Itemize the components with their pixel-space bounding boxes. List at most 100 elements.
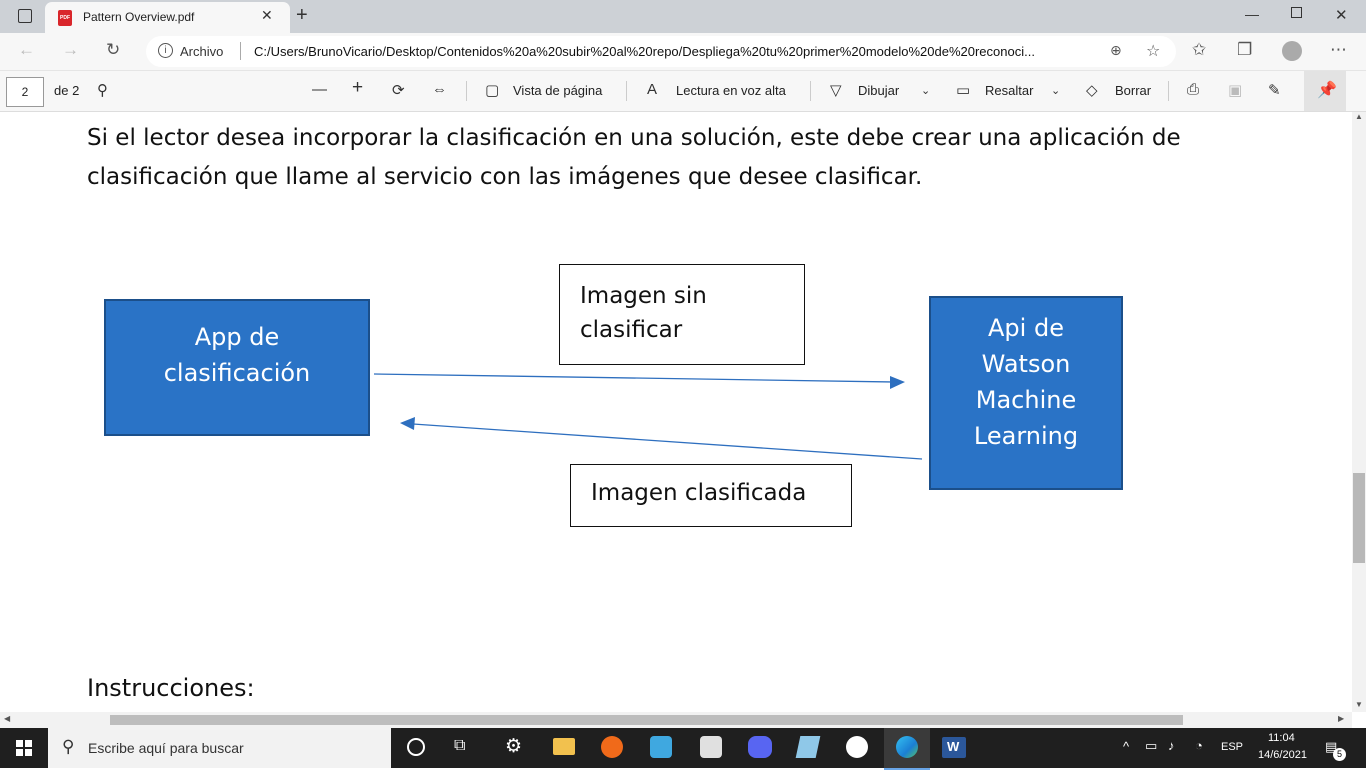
print-icon[interactable]: ⎙	[1187, 81, 1200, 98]
navigation-bar: ← → ↻ i Archivo C:/Users/BrunoVicario/De…	[0, 33, 1366, 71]
highlight-button[interactable]: Resaltar	[985, 83, 1034, 98]
pdf-file-icon	[58, 10, 72, 26]
clock-time[interactable]: 11:04	[1268, 732, 1295, 744]
notification-count-badge: 5	[1333, 748, 1346, 761]
draw-chevron-down-icon[interactable]: ⌄	[921, 85, 931, 97]
api-box-line-3: Machine	[975, 386, 1077, 414]
add-favorite-icon[interactable]: ☆	[1146, 43, 1161, 60]
highlight-icon[interactable]: ▭	[956, 82, 971, 99]
app-box-line-2: clasificación	[163, 359, 311, 387]
zoom-out-icon[interactable]: —	[312, 81, 327, 98]
wifi-icon[interactable]: ◔	[1195, 738, 1203, 753]
save-as-icon[interactable]: ✎	[1268, 82, 1281, 99]
taskbar: ⚲ Escribe aquí para buscar ⧉ ⚙ W ^ ▭ ♪ ◔…	[0, 728, 1366, 770]
close-window-icon[interactable]: ✕	[1335, 7, 1348, 24]
minimize-icon[interactable]: —	[1245, 6, 1259, 22]
favorites-icon[interactable]: ✩	[1192, 40, 1207, 59]
back-icon[interactable]: ←	[18, 40, 35, 59]
cortana-icon[interactable]	[407, 738, 425, 756]
draw-icon[interactable]: ▽	[830, 82, 842, 99]
response-arrow-line	[412, 423, 923, 460]
address-divider	[240, 42, 241, 60]
scroll-right-icon[interactable]: ▶	[1338, 714, 1345, 723]
toolbar-divider	[810, 81, 811, 101]
erase-button[interactable]: Borrar	[1115, 83, 1152, 98]
eraser-icon[interactable]: ◇	[1086, 82, 1098, 99]
scroll-up-icon[interactable]: ▲	[1355, 112, 1363, 121]
rotate-icon[interactable]: ⟳	[392, 82, 405, 99]
collections-icon[interactable]: ❐	[1237, 40, 1253, 59]
page-view-button[interactable]: Vista de página	[513, 83, 603, 98]
tab-actions-icon[interactable]	[18, 9, 32, 23]
volume-icon[interactable]: ♪	[1168, 738, 1175, 753]
horizontal-scroll-thumb[interactable]	[110, 715, 1183, 725]
zoom-in-icon[interactable]: +	[352, 77, 364, 98]
paragraph-line-1: Si el lector desea incorporar la clasifi…	[87, 125, 1181, 151]
tab-title: Pattern Overview.pdf	[83, 10, 195, 24]
taskbar-search[interactable]: ⚲ Escribe aquí para buscar	[48, 728, 391, 768]
active-tab[interactable]: Pattern Overview.pdf ✕	[45, 2, 290, 33]
vertical-scrollbar[interactable]	[1352, 112, 1366, 712]
scroll-left-icon[interactable]: ◀	[4, 714, 11, 723]
slack-icon[interactable]	[700, 736, 722, 758]
maximize-icon[interactable]	[1291, 7, 1302, 18]
pdf-toolbar: 2 de 2 ⚲ — + ⟳ ⇔ ▢ Vista de página A Lec…	[0, 71, 1366, 112]
file-explorer-icon[interactable]	[553, 738, 575, 755]
app-box-line-1: App de	[194, 323, 280, 351]
request-arrow-line	[373, 373, 894, 383]
close-tab-icon[interactable]: ✕	[261, 7, 273, 23]
api-box-line-4: Learning	[973, 422, 1079, 450]
page-total: de 2	[54, 83, 80, 98]
firefox-icon[interactable]	[601, 736, 623, 758]
address-scheme-label: Archivo	[180, 44, 224, 59]
zoom-icon[interactable]: ⊕	[1110, 42, 1122, 58]
pin-toolbar-button[interactable]: 📌	[1304, 71, 1346, 111]
draw-button[interactable]: Dibujar	[858, 83, 900, 98]
read-aloud-button[interactable]: Lectura en voz alta	[676, 83, 786, 98]
page-view-icon[interactable]: ▢	[485, 82, 500, 99]
app-box: App de clasificación	[104, 299, 370, 436]
response-arrowhead	[400, 417, 415, 430]
profile-avatar[interactable]	[1282, 41, 1302, 61]
pdf-page: Si el lector desea incorporar la clasifi…	[0, 112, 1352, 712]
request-label-box: Imagen sin clasificar	[559, 264, 805, 365]
toolbar-divider	[1168, 81, 1169, 101]
api-box: Api de Watson Machine Learning	[929, 296, 1123, 490]
refresh-icon[interactable]: ↻	[106, 40, 121, 59]
search-icon: ⚲	[62, 737, 75, 756]
notes-app-icon[interactable]	[795, 736, 821, 758]
task-view-icon[interactable]: ⧉	[454, 737, 466, 754]
vertical-scroll-thumb[interactable]	[1353, 473, 1365, 563]
address-bar[interactable]: i Archivo C:/Users/BrunoVicario/Desktop/…	[146, 36, 1176, 67]
windows-start-icon[interactable]	[16, 740, 32, 756]
diagram-arrows	[373, 373, 923, 460]
app-icon[interactable]	[650, 736, 672, 758]
show-hidden-icons-chevron-up-icon[interactable]: ^	[1123, 739, 1130, 754]
scroll-down-icon[interactable]: ▼	[1355, 700, 1363, 709]
fit-page-icon[interactable]: ⇔	[432, 81, 447, 98]
new-tab-icon[interactable]: +	[296, 4, 308, 26]
clock-date[interactable]: 14/6/2021	[1258, 749, 1307, 761]
api-box-line-2: Watson	[981, 350, 1071, 378]
page-number-input[interactable]: 2	[6, 77, 44, 107]
discord-icon[interactable]	[748, 736, 772, 758]
word-icon[interactable]: W	[942, 737, 966, 758]
edge-taskbar-button[interactable]	[884, 728, 930, 770]
search-icon[interactable]: ⚲	[97, 82, 108, 99]
request-label-line-2: clasificar	[580, 317, 683, 343]
read-aloud-icon[interactable]: A	[647, 81, 658, 98]
highlight-chevron-down-icon[interactable]: ⌄	[1051, 85, 1061, 97]
request-label-line-1: Imagen sin	[580, 283, 707, 309]
settings-gear-icon[interactable]: ⚙	[505, 736, 523, 757]
battery-icon[interactable]: ▭	[1145, 738, 1158, 753]
info-icon[interactable]: i	[158, 43, 173, 58]
paragraph-line-2: clasificación que llame al servicio con …	[87, 164, 923, 190]
request-arrowhead	[890, 376, 905, 389]
github-icon[interactable]	[846, 736, 868, 758]
language-indicator[interactable]: ESP	[1221, 741, 1244, 753]
toolbar-divider	[626, 81, 627, 101]
more-options-icon[interactable]: ⋯	[1330, 40, 1347, 59]
forward-icon[interactable]: →	[62, 40, 79, 59]
url-text[interactable]: C:/Users/BrunoVicario/Desktop/Contenidos…	[254, 44, 1035, 59]
save-icon[interactable]: ▣	[1228, 82, 1243, 99]
